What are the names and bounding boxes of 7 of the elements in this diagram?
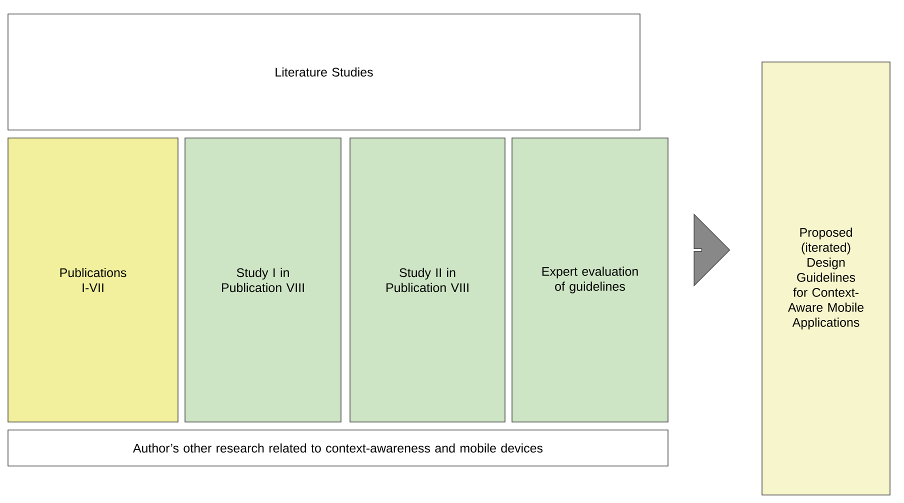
text-box: Study I in Publication VIII xyxy=(184,138,342,422)
text-box: Literature Studies xyxy=(8,14,640,130)
text-box: Publications I-VII xyxy=(8,138,178,422)
text-box: Expert evaluation of guidelines xyxy=(512,138,668,422)
text-box: Author’s other research related to context-awareness and mobile devices xyxy=(8,430,668,466)
text-box: Study II in Publication VIII xyxy=(350,138,506,422)
text-box: Proposed (iterated) Design Guidelines for Context-Aware Mobile Applications xyxy=(762,62,890,496)
